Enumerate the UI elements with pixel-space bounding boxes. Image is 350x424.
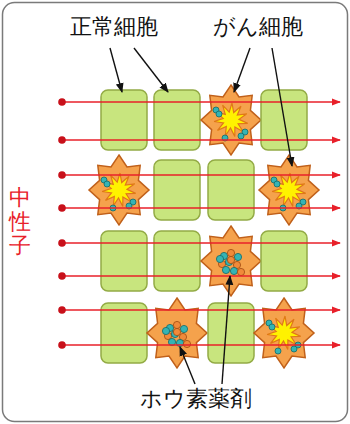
- neutron: [58, 239, 66, 247]
- explosion: [214, 103, 248, 137]
- boron-particle: [227, 249, 234, 256]
- callout-label: ホウ素薬剤: [140, 386, 252, 412]
- callout-label: がん細胞: [213, 14, 303, 40]
- normal-cell: [154, 231, 200, 291]
- leader-line: [110, 48, 122, 92]
- neutron: [58, 171, 66, 179]
- boron-particle: [238, 133, 244, 139]
- cancer-cell-body: [147, 298, 207, 368]
- cancer-cell: [201, 85, 261, 155]
- boron-particle: [173, 321, 180, 328]
- normal-cell: [101, 231, 147, 291]
- neutron-beam: [62, 207, 340, 208]
- boron-particle: [222, 266, 229, 273]
- neutron-beam: [62, 139, 340, 140]
- normal-cell-body: [101, 303, 147, 363]
- cancer-cell-body: [201, 85, 261, 155]
- neutron-beam: [62, 275, 340, 276]
- neutron: [58, 341, 66, 349]
- leader-line: [222, 276, 230, 384]
- boron-particle: [237, 268, 244, 275]
- neutron-beam: [62, 101, 340, 102]
- cells: [89, 85, 319, 368]
- neutron: [58, 272, 66, 280]
- boron-particle: [104, 181, 110, 187]
- neutron-beam: [62, 344, 340, 345]
- explosion: [102, 173, 136, 207]
- leader-line: [134, 48, 168, 92]
- cancer-cell: [254, 298, 314, 368]
- neutron-beams: [58, 98, 340, 349]
- boron-particle: [173, 328, 180, 335]
- normal-cell-body: [154, 90, 200, 150]
- normal-cell-body: [154, 231, 200, 291]
- cancer-cell-body: [259, 155, 319, 225]
- explosion: [272, 173, 306, 207]
- frame: [3, 3, 348, 422]
- cancer-cell-body: [89, 155, 149, 225]
- boron-particle: [274, 181, 280, 187]
- neutron-beam: [62, 242, 340, 243]
- neutron: [58, 204, 66, 212]
- leader-lines: [110, 48, 292, 384]
- boron-particle: [269, 324, 275, 330]
- normal-cell-body: [101, 231, 147, 291]
- neutron: [58, 136, 66, 144]
- boron-particle: [234, 253, 241, 260]
- boron-particle: [162, 327, 169, 334]
- neutron-beam: [62, 174, 340, 175]
- cancer-cell: [147, 298, 207, 368]
- boron-particle: [180, 325, 187, 332]
- normal-cell-body: [154, 160, 200, 220]
- axis-label: 中性子: [9, 186, 31, 259]
- normal-cell: [101, 90, 147, 150]
- normal-cell-body: [261, 231, 307, 291]
- cancer-cell-body: [254, 298, 314, 368]
- cancer-cell-body: [201, 226, 261, 296]
- leader-line: [272, 48, 292, 166]
- leader-line: [234, 48, 250, 92]
- boron-particle: [216, 111, 222, 117]
- normal-cell-body: [101, 90, 147, 150]
- normal-cell-body: [208, 303, 254, 363]
- leader-line: [180, 347, 195, 384]
- cancer-cell: [89, 155, 149, 225]
- boron-particle: [275, 348, 281, 354]
- cancer-cell: [201, 226, 261, 296]
- normal-cell: [154, 160, 200, 220]
- normal-cell: [208, 303, 254, 363]
- neutron-beam: [62, 309, 340, 310]
- neutron: [58, 306, 66, 314]
- normal-cell: [208, 160, 254, 220]
- neutron: [58, 98, 66, 106]
- normal-cell: [154, 90, 200, 150]
- boron-particle: [291, 346, 297, 352]
- boron-particle: [227, 256, 234, 263]
- normal-cell-body: [208, 160, 254, 220]
- boron-particle: [183, 340, 190, 347]
- callout-label: 正常細胞: [70, 14, 158, 40]
- boron-particle: [216, 255, 223, 262]
- normal-cell: [261, 231, 307, 291]
- normal-cell: [101, 303, 147, 363]
- boron-particle: [230, 267, 237, 274]
- cancer-cell: [259, 155, 319, 225]
